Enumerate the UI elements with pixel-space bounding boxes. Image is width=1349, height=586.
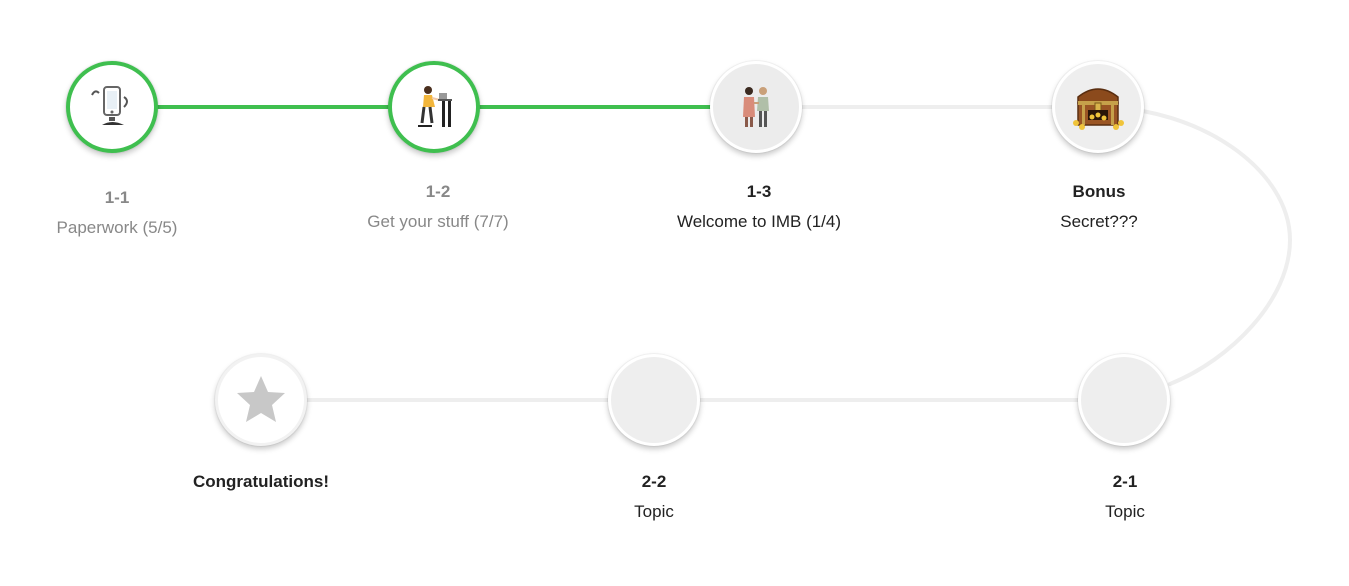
step-1-2-label: 1-2 Get your stuff (7/7) — [308, 177, 568, 237]
step-2-1-label: 2-1 Topic — [995, 467, 1255, 527]
step-1-3-node[interactable] — [710, 61, 802, 153]
step-title: Topic — [1105, 502, 1145, 521]
step-title: Topic — [634, 502, 674, 521]
final-title: Congratulations! — [193, 472, 329, 491]
step-number: 2-2 — [641, 472, 667, 491]
step-1-1-node[interactable] — [66, 61, 158, 153]
person-at-desk-icon — [408, 81, 460, 133]
step-number: Bonus — [1072, 182, 1126, 201]
star-icon — [233, 372, 289, 428]
step-1-3-label: 1-3 Welcome to IMB (1/4) — [629, 177, 889, 237]
step-number: 2-1 — [1112, 472, 1138, 491]
step-title: Paperwork (5/5) — [56, 218, 178, 237]
step-2-1-node[interactable] — [1078, 354, 1170, 446]
step-title: Secret??? — [1060, 212, 1138, 231]
treasure-chest-icon — [1068, 77, 1128, 137]
bonus-node[interactable] — [1052, 61, 1144, 153]
step-2-2-node[interactable] — [608, 354, 700, 446]
step-title: Welcome to IMB (1/4) — [676, 212, 842, 231]
bonus-label: Bonus Secret??? — [969, 177, 1229, 237]
step-title: Get your stuff (7/7) — [367, 212, 509, 231]
final-label: Congratulations! — [131, 467, 391, 497]
step-2-2-label: 2-2 Topic — [524, 467, 784, 527]
step-number: 1-3 — [746, 182, 772, 201]
phone-document-icon — [86, 81, 138, 133]
step-1-2-node[interactable] — [388, 61, 480, 153]
final-node[interactable] — [215, 354, 307, 446]
step-number: 1-2 — [425, 182, 451, 201]
step-number: 1-1 — [104, 188, 130, 207]
step-1-1-label: 1-1 Paperwork (5/5) — [0, 183, 247, 243]
people-greeting-icon — [730, 81, 782, 133]
path-segment-inactive — [754, 105, 1293, 386]
